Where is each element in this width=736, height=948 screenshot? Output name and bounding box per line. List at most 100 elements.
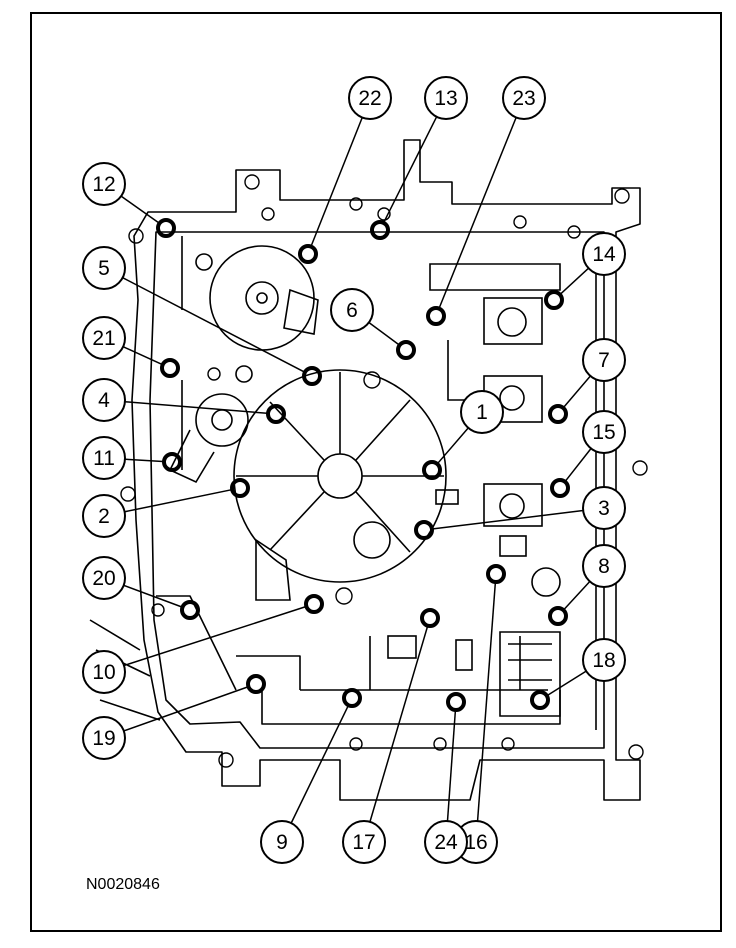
callout-19: 19	[82, 716, 126, 760]
callout-number: 23	[512, 87, 535, 110]
callout-number: 19	[92, 727, 115, 750]
callout-number: 24	[434, 831, 458, 854]
callout-circle	[582, 486, 626, 530]
callout-number: 7	[598, 349, 610, 372]
leader-line-7	[563, 375, 591, 408]
spoke-plate	[233, 369, 447, 601]
leader-line-19	[123, 686, 248, 732]
callout-number: 11	[93, 447, 115, 470]
leader-line-17	[369, 626, 429, 823]
callout-circle	[82, 494, 126, 538]
callout-circle	[82, 378, 126, 422]
callout-20: 20	[82, 556, 126, 600]
callout-24: 24	[424, 820, 468, 864]
bolt-locations	[156, 218, 570, 712]
leader-line-4	[124, 400, 268, 415]
callout-circle	[82, 246, 126, 290]
leader-line-13	[383, 116, 438, 223]
callout-4: 4	[82, 378, 126, 422]
callout-number: 14	[592, 243, 616, 266]
callout-23: 23	[502, 76, 546, 120]
bolt-15	[550, 478, 570, 498]
leader-line-15	[564, 448, 592, 482]
leader-line-6	[368, 321, 400, 346]
callout-number: 3	[598, 497, 610, 520]
bolt-6	[396, 340, 416, 360]
callout-number: 17	[352, 831, 375, 854]
callout-circle	[348, 76, 392, 120]
callout-3: 3	[582, 486, 626, 530]
callout-circle	[82, 316, 126, 360]
callout-circle	[424, 76, 468, 120]
callout-circle	[260, 820, 304, 864]
callout-2: 2	[82, 494, 126, 538]
callout-circle	[582, 638, 626, 682]
callout-number: 9	[276, 831, 288, 854]
leader-line-14	[560, 267, 590, 295]
callout-number: 21	[92, 327, 115, 350]
callout-circle	[82, 716, 126, 760]
bolt-7	[548, 404, 568, 424]
bolt-22	[298, 244, 318, 264]
callout-circle	[82, 162, 126, 206]
callout-circle	[582, 544, 626, 588]
bolt-8	[548, 606, 568, 626]
leader-line-10	[123, 606, 306, 667]
callout-5: 5	[82, 246, 126, 290]
figure-frame	[30, 12, 722, 932]
bolt-11	[162, 452, 182, 472]
callout-circle	[342, 820, 386, 864]
callout-8: 8	[582, 544, 626, 588]
bolt-3	[414, 520, 434, 540]
callout-number: 10	[92, 661, 115, 684]
bolt-19	[246, 674, 266, 694]
bolt-12	[156, 218, 176, 238]
bolt-9	[342, 688, 362, 708]
callout-number: 15	[592, 421, 615, 444]
callout-circle	[460, 390, 504, 434]
callout-number: 12	[92, 173, 115, 196]
callout-22: 22	[348, 76, 392, 120]
callout-number: 6	[346, 299, 358, 322]
leader-line-23	[438, 117, 517, 308]
leader-line-21	[122, 346, 163, 365]
leader-line-12	[120, 195, 160, 224]
callout-16: 16	[454, 820, 498, 864]
callout-circle	[582, 232, 626, 276]
callout-number: 20	[92, 567, 115, 590]
callout-15: 15	[582, 410, 626, 454]
bolt-5	[302, 366, 322, 386]
leader-line-8	[563, 580, 591, 610]
servo-assembly	[168, 245, 319, 484]
leader-line-11	[124, 458, 164, 463]
leader-line-18	[547, 670, 587, 696]
leader-line-3	[432, 509, 584, 530]
bolt-4	[266, 404, 286, 424]
leader-line-2	[124, 489, 232, 513]
callout-13: 13	[424, 76, 468, 120]
leader-line-20	[123, 584, 182, 608]
bolt-13	[370, 220, 390, 240]
callout-number: 18	[592, 649, 615, 672]
callout-number: 1	[476, 401, 488, 424]
leader-line-5	[122, 277, 305, 373]
callout-number: 8	[598, 555, 610, 578]
bolt-18	[530, 690, 550, 710]
callout-circle	[582, 410, 626, 454]
bolt-20	[180, 600, 200, 620]
bolt-10	[304, 594, 324, 614]
callout-14: 14	[582, 232, 626, 276]
leader-line-9	[290, 705, 349, 824]
callout-number: 13	[434, 87, 457, 110]
callout-circle	[82, 436, 126, 480]
bolt-21	[160, 358, 180, 378]
housing-holes	[120, 174, 648, 768]
callout-number: 2	[98, 505, 110, 528]
bolt-17	[420, 608, 440, 628]
leader-line-24	[446, 710, 457, 822]
callout-11: 11	[82, 436, 126, 480]
leader-line-16	[476, 582, 497, 822]
leader-line-22	[310, 117, 363, 246]
